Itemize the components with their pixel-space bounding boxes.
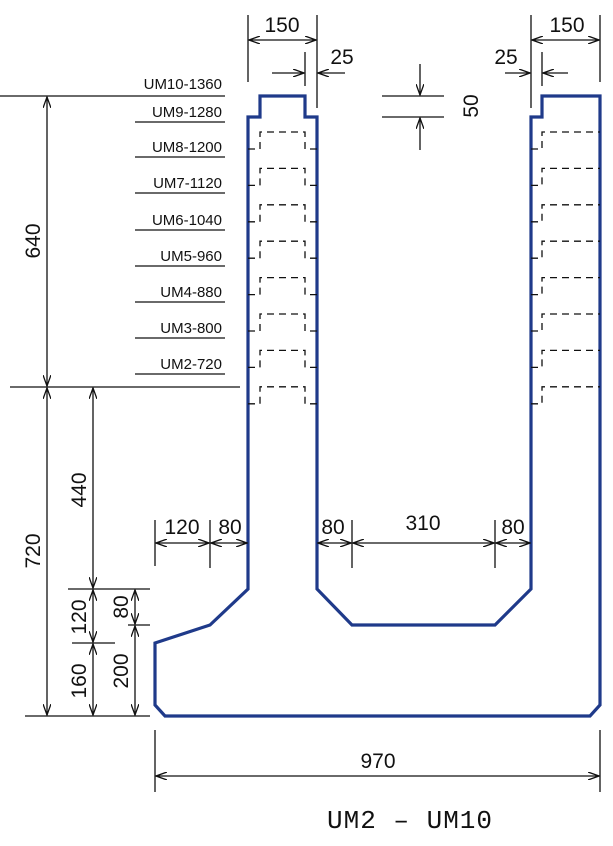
dim-horizontal-mid: 120 80 80 310 80 xyxy=(154,512,530,568)
dim-text: 80 xyxy=(501,516,524,539)
dim-text: 150 xyxy=(549,14,584,37)
level-label: UM2-720 xyxy=(160,356,222,373)
step-dash-right xyxy=(531,204,600,223)
step-dash-left xyxy=(248,240,317,259)
dim-text: 25 xyxy=(330,46,353,69)
dim-step-height: 50 xyxy=(382,64,483,150)
level-label: UM6-1040 xyxy=(152,212,222,229)
level-label: UM8-1200 xyxy=(152,139,222,156)
dim-text: 120 xyxy=(164,516,199,539)
step-dash-right xyxy=(531,386,600,405)
level-labels: UM10-1360UM9-1280UM8-1200UM7-1120UM6-104… xyxy=(0,76,225,375)
dim-text: 970 xyxy=(360,750,395,773)
dim-text: 440 xyxy=(68,472,91,507)
step-dash-left xyxy=(248,276,317,296)
dim-text: 310 xyxy=(405,512,440,535)
level-label: UM3-800 xyxy=(160,320,222,337)
dim-text: 120 xyxy=(68,599,91,634)
dim-text: 80 xyxy=(110,595,133,618)
dim-left-top: 150 25 xyxy=(247,14,354,108)
dim-text: 640 xyxy=(22,223,45,258)
step-dash-left xyxy=(248,349,317,369)
dim-right-top: 150 25 xyxy=(494,14,601,108)
u-channel-outline xyxy=(153,94,602,718)
dim-text: 160 xyxy=(68,663,91,698)
step-dash-left xyxy=(248,167,317,187)
level-label: UM4-880 xyxy=(160,284,222,301)
dim-text: 50 xyxy=(460,94,483,117)
step-dash-left xyxy=(248,313,317,332)
step-dash-right xyxy=(531,131,600,150)
drawing-title: UM2 – UM10 xyxy=(327,806,493,836)
dim-text: 80 xyxy=(321,516,344,539)
level-label: UM7-1120 xyxy=(153,175,222,192)
step-dash-left xyxy=(248,131,317,150)
height-step-dashes xyxy=(248,131,600,405)
dim-text: 200 xyxy=(110,653,133,688)
step-dash-right xyxy=(531,167,600,187)
dim-text: 720 xyxy=(22,533,45,568)
dim-left-vertical: 640 720 440 120 160 80 200 xyxy=(10,97,240,717)
step-dash-left xyxy=(248,386,317,405)
level-label: UM5-960 xyxy=(160,248,222,265)
dim-text: 150 xyxy=(264,14,299,37)
step-dash-right xyxy=(531,240,600,259)
level-label: UM9-1280 xyxy=(152,104,222,121)
step-dash-right xyxy=(531,313,600,332)
step-dash-left xyxy=(248,204,317,223)
dim-total-width: 970 xyxy=(154,730,601,792)
step-dash-right xyxy=(531,349,600,369)
dim-text: 80 xyxy=(218,516,241,539)
step-dash-right xyxy=(531,276,600,296)
level-label: UM10-1360 xyxy=(144,76,222,93)
dim-text: 25 xyxy=(494,46,517,69)
